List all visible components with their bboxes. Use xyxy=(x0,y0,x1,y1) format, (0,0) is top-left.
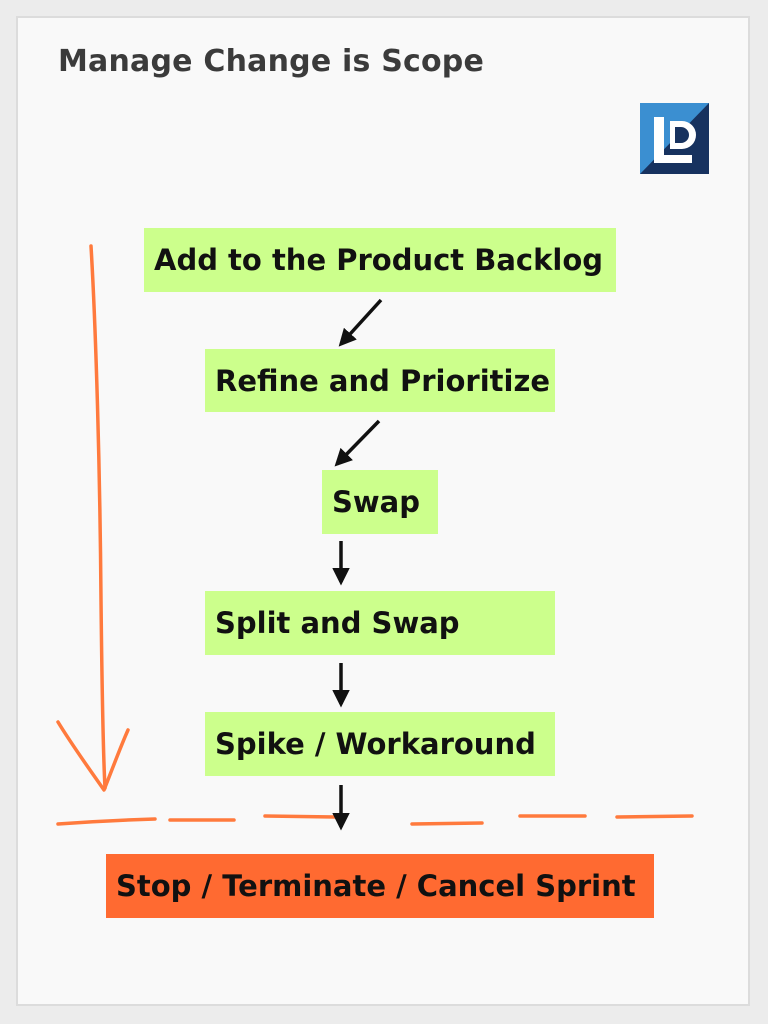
page-title: Manage Change is Scope xyxy=(58,44,485,79)
step-refine-and-prioritize: Refine and Prioritize xyxy=(205,349,555,412)
lp-logo-icon xyxy=(640,103,709,174)
step-split-and-swap: Split and Swap xyxy=(205,591,555,655)
step-swap: Swap xyxy=(322,470,438,534)
flow-arrow xyxy=(338,298,383,347)
scope-arrow-head xyxy=(56,720,130,792)
step-stop-cancel-sprint: Stop / Terminate / Cancel Sprint xyxy=(106,854,654,918)
flow-arrow xyxy=(334,419,381,467)
step-add-to-backlog: Add to the Product Backlog xyxy=(144,228,616,292)
scope-arrow-line xyxy=(89,244,107,790)
scope-boundary-line xyxy=(56,814,694,826)
step-spike-workaround: Spike / Workaround xyxy=(205,712,555,776)
